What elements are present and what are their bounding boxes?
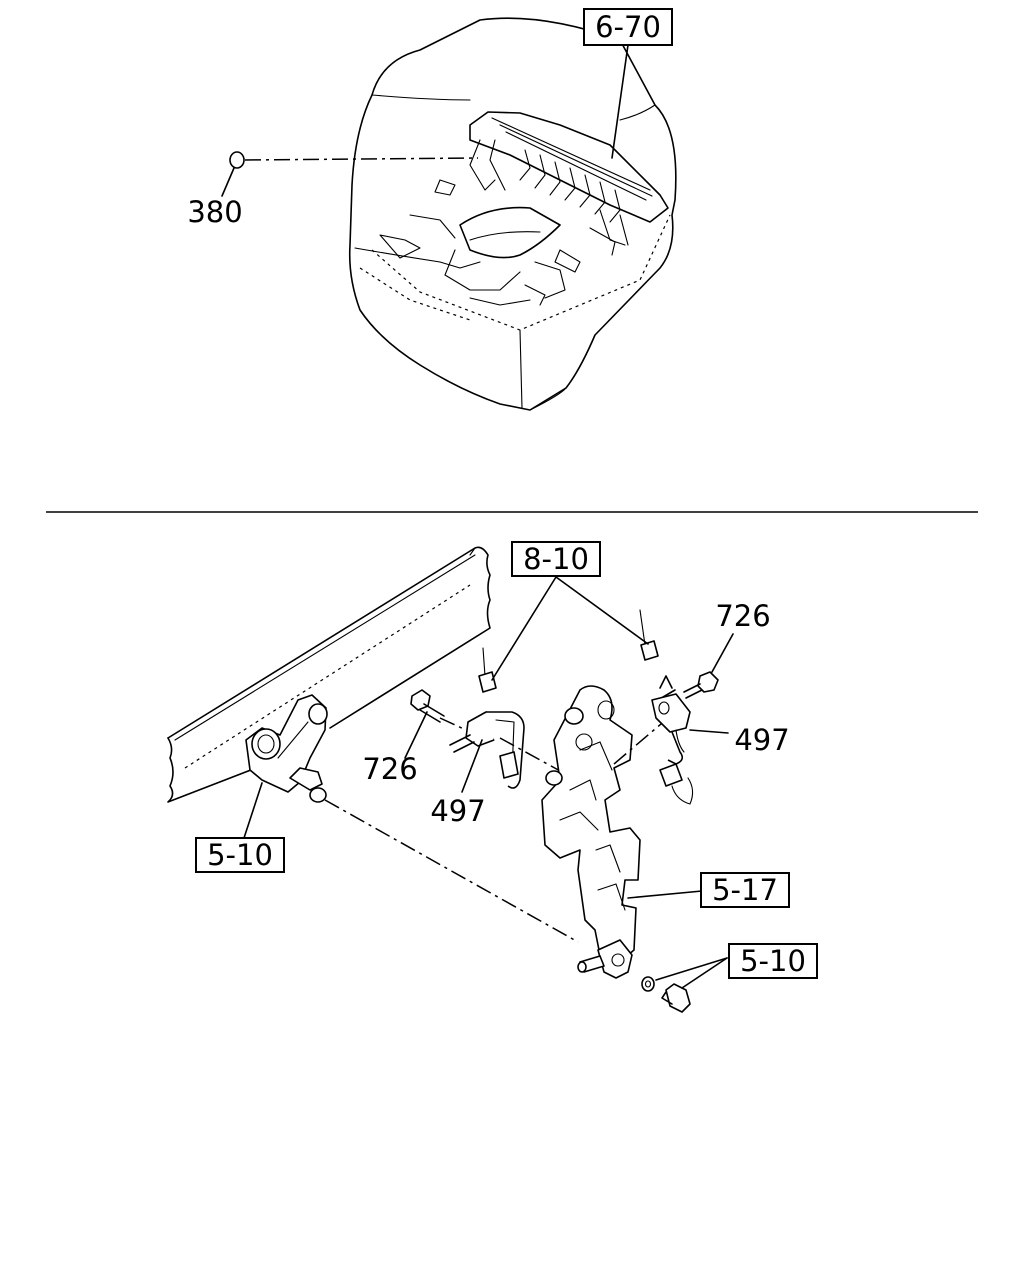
cab-body-illustration bbox=[348, 17, 677, 411]
frame-rail-illustration bbox=[167, 546, 491, 803]
ref-5-10-left-callout: 5-10 bbox=[195, 782, 285, 873]
bolt-726-left bbox=[410, 689, 467, 731]
ref-label-8-10: 8-10 bbox=[523, 542, 589, 576]
ref-box-5-10-left bbox=[195, 837, 285, 873]
linkage-center-line bbox=[324, 799, 579, 943]
part-label-497-right: 497 bbox=[734, 723, 789, 757]
frame-bracket-illustration bbox=[245, 694, 328, 803]
part-380-callout: 380 bbox=[187, 151, 479, 229]
height-sensor-left bbox=[449, 711, 563, 789]
height-sensor-right bbox=[651, 675, 694, 805]
label-726-right-callout: 726 bbox=[711, 599, 771, 673]
bolt-726-right bbox=[683, 671, 719, 699]
bolt-bottom bbox=[661, 983, 691, 1013]
label-497-right-callout: 497 bbox=[689, 723, 790, 757]
ref-box-5-17 bbox=[700, 872, 790, 908]
ref-5-17-callout: 5-17 bbox=[627, 872, 790, 908]
clip-8-10-right bbox=[639, 609, 659, 661]
clip-8-10-left bbox=[478, 647, 497, 693]
ref-label-5-17: 5-17 bbox=[712, 873, 778, 907]
washer-bottom bbox=[641, 976, 655, 992]
part-label-380: 380 bbox=[187, 195, 242, 229]
ref-8-10-callout: 8-10 bbox=[491, 541, 649, 681]
ref-box-5-10-bottom bbox=[728, 943, 818, 979]
part-label-497-left: 497 bbox=[430, 794, 485, 828]
label-726-left-callout: 726 bbox=[362, 711, 428, 786]
part-label-726-left: 726 bbox=[362, 752, 417, 786]
ref-5-10-bottom-callout: 5-10 bbox=[655, 943, 818, 989]
label-497-left-callout: 497 bbox=[430, 739, 486, 828]
grommet-symbol bbox=[229, 151, 245, 169]
ref-6-70-callout: 6-70 bbox=[583, 8, 673, 159]
ref-label-6-70: 6-70 bbox=[595, 10, 661, 44]
ref-label-5-10-left: 5-10 bbox=[207, 838, 273, 872]
sensor-linkage-assembly bbox=[541, 685, 669, 979]
ref-label-5-10-bottom: 5-10 bbox=[740, 944, 806, 978]
part-label-726-right: 726 bbox=[715, 599, 770, 633]
ref-box-8-10 bbox=[511, 541, 601, 577]
